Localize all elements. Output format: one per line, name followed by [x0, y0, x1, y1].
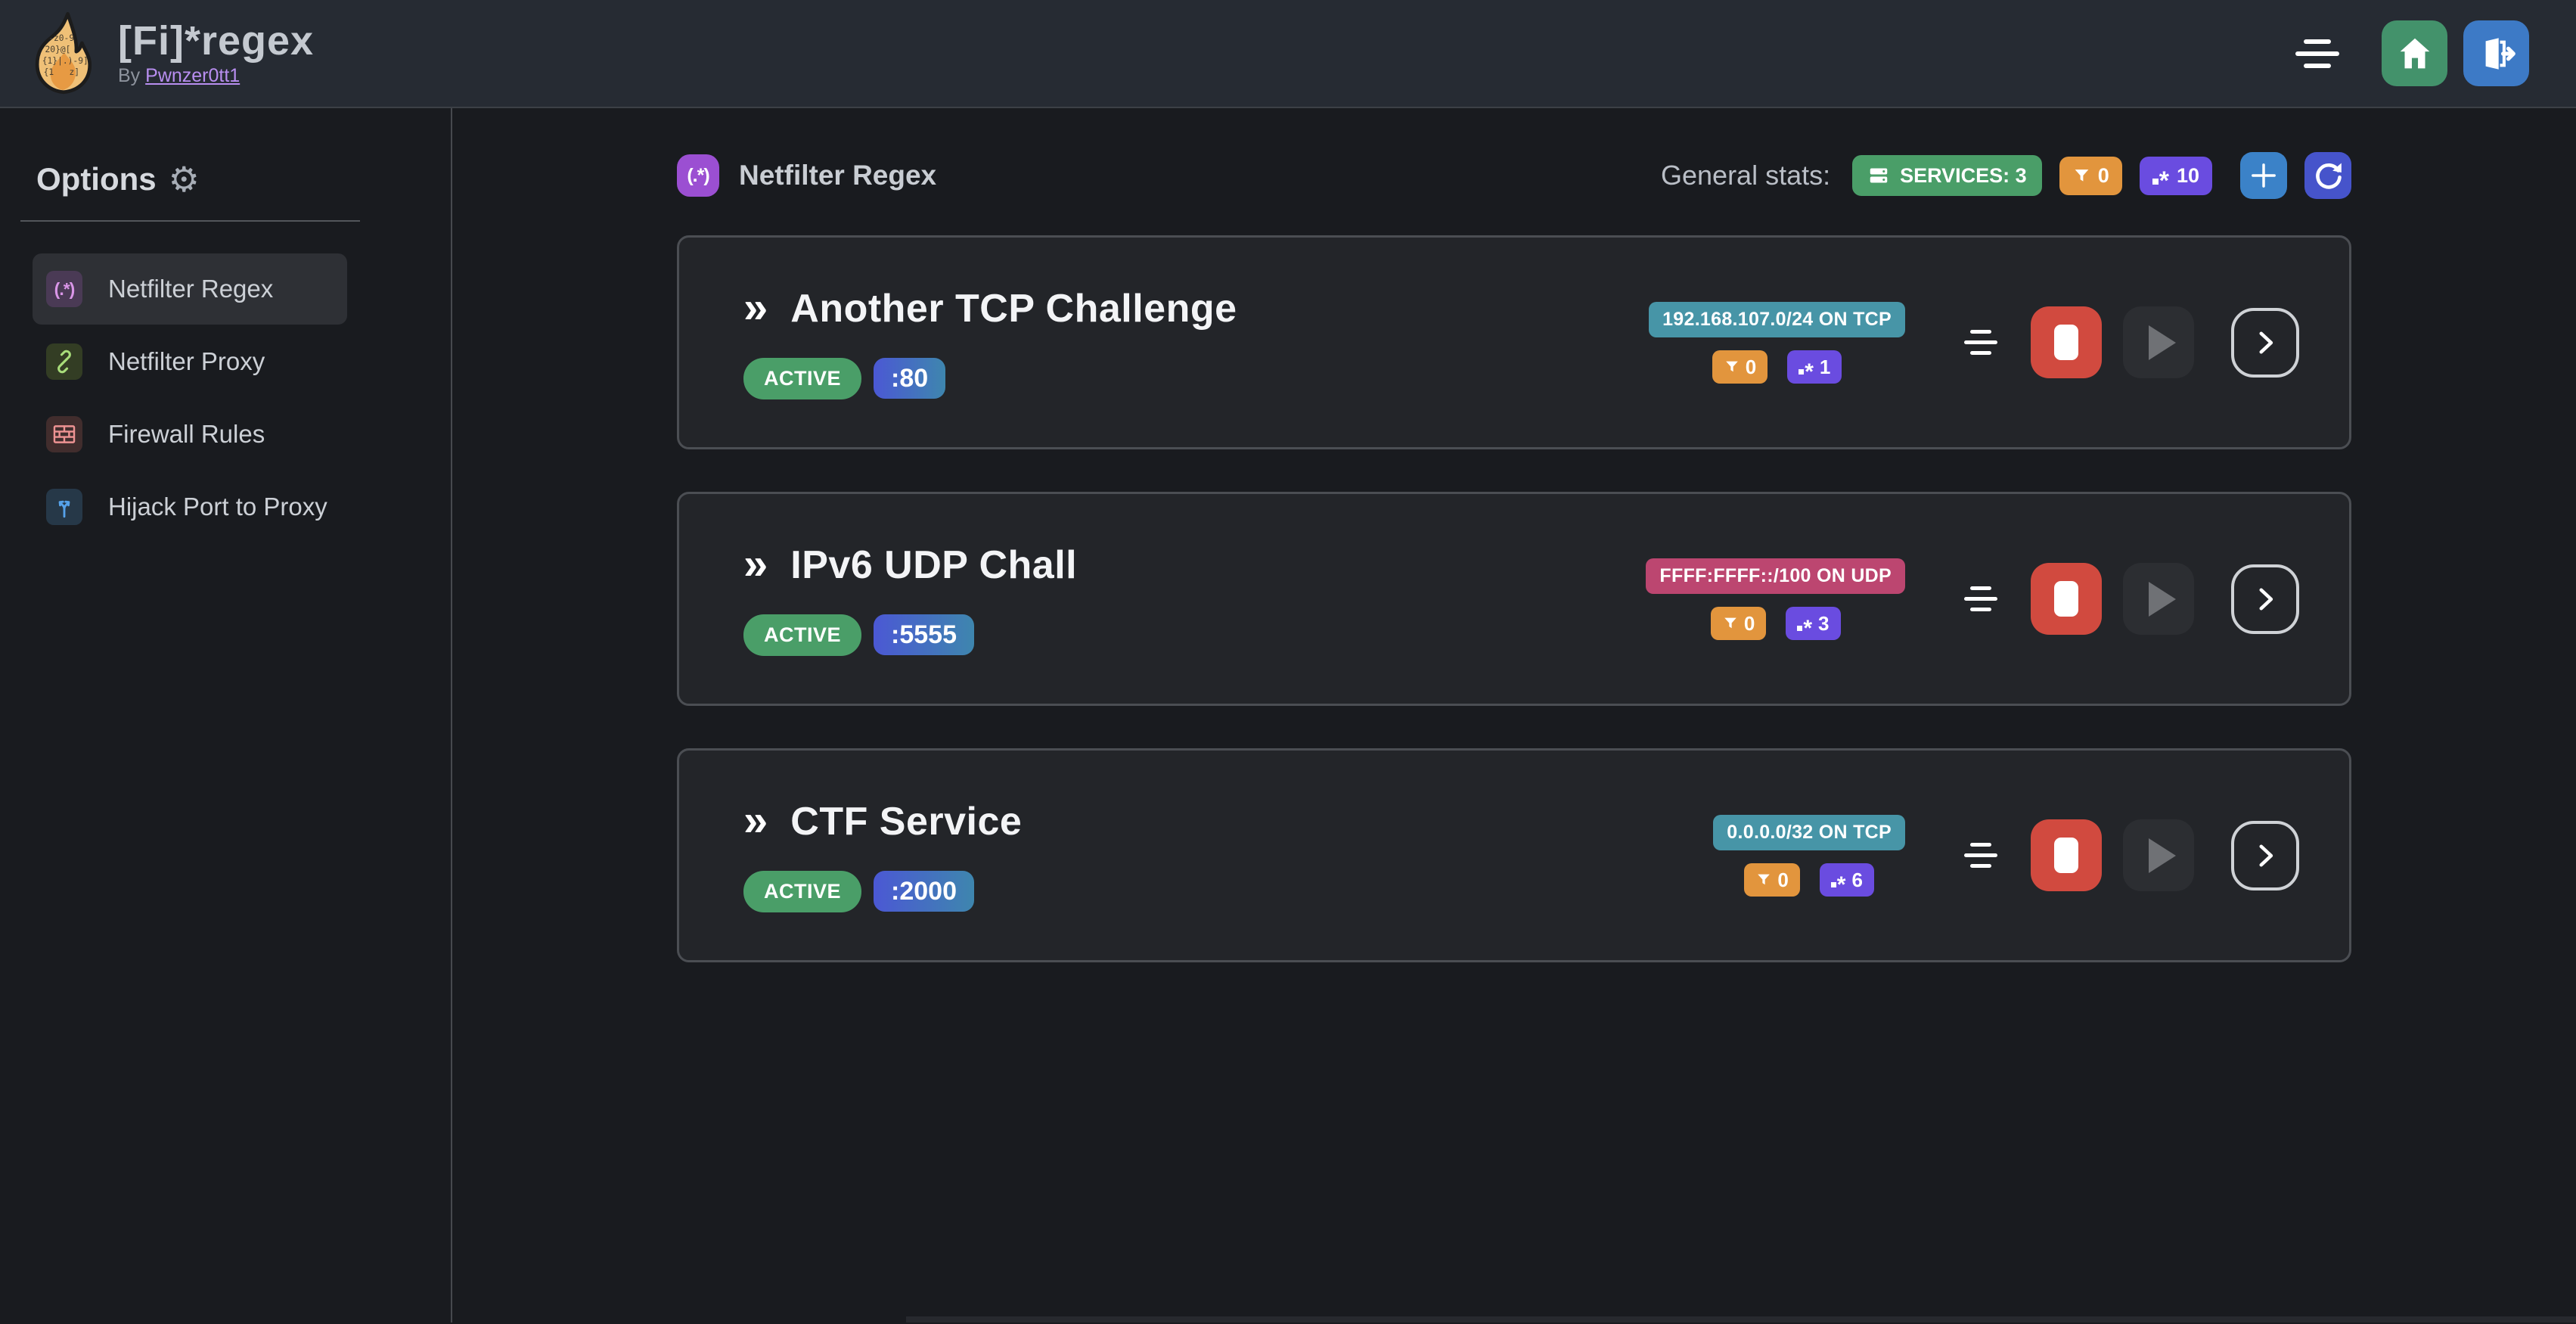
stop-icon	[2054, 838, 2078, 873]
refresh-button[interactable]	[2304, 152, 2351, 199]
play-button[interactable]	[2123, 819, 2194, 891]
service-title: IPv6 UDP Chall	[790, 542, 1078, 587]
service-regex-badge: * 3	[1786, 606, 1841, 640]
service-regex-badge: * 1	[1787, 350, 1842, 384]
main-content: (.*) Netfilter Regex General stats: SERV…	[452, 108, 2576, 1322]
service-card: » Another TCP Challenge ACTIVE :80 192.1…	[677, 235, 2351, 449]
regex-count-badge: * 10	[2139, 156, 2212, 195]
port-badge: :80	[874, 358, 946, 399]
service-title: CTF Service	[790, 799, 1023, 844]
card-menu-icon[interactable]	[1958, 837, 2003, 874]
stop-button[interactable]	[2031, 563, 2102, 635]
svg-text:20}@[: 20}@[	[45, 45, 71, 54]
svg-text:{1 z]: {1 z]	[44, 67, 79, 77]
network-badge: 192.168.107.0/24 ON TCP	[1649, 301, 1905, 337]
funnel-icon	[1724, 617, 1736, 628]
logout-icon	[2485, 37, 2515, 70]
author-link[interactable]: Pwnzer0tt1	[145, 64, 241, 86]
plus-icon	[2252, 163, 2276, 188]
app-header: -z0-9 20}@[ {1}|.)-9] {1 z] [Fi]*regex B…	[0, 0, 2576, 108]
double-chevron-icon: »	[743, 796, 768, 846]
status-badge: ACTIVE	[743, 357, 862, 399]
server-stack-icon	[1870, 168, 1888, 183]
status-badge: ACTIVE	[743, 870, 862, 912]
fork-arrows-icon	[46, 489, 82, 525]
play-icon	[2149, 325, 2176, 360]
horizontal-scrollbar[interactable]	[906, 1316, 2576, 1322]
play-icon	[2149, 581, 2176, 617]
brand: -z0-9 20}@[ {1}|.)-9] {1 z] [Fi]*regex B…	[27, 10, 314, 98]
service-filters-badge: 0	[1712, 350, 1768, 384]
stop-button[interactable]	[2031, 306, 2102, 378]
double-chevron-icon: »	[743, 539, 768, 589]
port-badge: :2000	[874, 871, 974, 912]
funnel-icon	[1758, 874, 1771, 884]
regex-dot-star-icon: *	[1799, 359, 1814, 384]
plug-link-icon	[46, 343, 82, 380]
sidebar-nav: (.*) Netfilter Regex Netfilter Proxy	[0, 253, 451, 542]
sidebar-item-netfilter-proxy[interactable]: Netfilter Proxy	[33, 326, 347, 397]
regex-icon: (.*)	[46, 271, 82, 307]
service-title: Another TCP Challenge	[790, 286, 1237, 331]
sidebar-divider	[20, 220, 360, 222]
filters-count-badge: 0	[2059, 156, 2122, 195]
card-menu-icon[interactable]	[1958, 580, 2003, 617]
services-count-badge: SERVICES: 3	[1852, 155, 2042, 196]
app-title: [Fi]*regex	[118, 18, 315, 64]
logout-button[interactable]	[2463, 20, 2529, 86]
flame-logo-icon: -z0-9 20}@[ {1}|.)-9] {1 z]	[35, 11, 92, 94]
home-button[interactable]	[2382, 20, 2447, 86]
status-badge: ACTIVE	[743, 614, 862, 656]
regex-dot-star-icon: *	[1830, 872, 1845, 897]
service-card: » CTF Service ACTIVE :2000 0.0.0.0/32 ON…	[677, 748, 2351, 962]
service-regex-badge: * 6	[1819, 862, 1874, 897]
svg-text:-z0-9: -z0-9	[48, 33, 74, 43]
play-button[interactable]	[2123, 306, 2194, 378]
sidebar-item-firewall-rules[interactable]: Firewall Rules	[33, 399, 347, 470]
card-menu-icon[interactable]	[1958, 324, 2003, 361]
add-service-button[interactable]	[2240, 152, 2287, 199]
service-filters-badge: 0	[1710, 606, 1767, 640]
service-list: » Another TCP Challenge ACTIVE :80 192.1…	[677, 235, 2351, 962]
chevron-right-icon	[2259, 844, 2273, 867]
play-button[interactable]	[2123, 563, 2194, 635]
byline: By Pwnzer0tt1	[118, 64, 241, 86]
stop-button[interactable]	[2031, 819, 2102, 891]
sidebar-item-netfilter-regex[interactable]: (.*) Netfilter Regex	[33, 253, 347, 325]
stats-label: General stats:	[1661, 160, 1831, 191]
stop-icon	[2054, 325, 2078, 360]
expand-button[interactable]	[2231, 564, 2299, 634]
section-title: Netfilter Regex	[739, 160, 937, 191]
sidebar-item-hijack-port[interactable]: Hijack Port to Proxy	[33, 471, 347, 542]
home-icon	[2400, 38, 2429, 68]
refresh-icon	[2316, 163, 2342, 189]
regex-dot-star-icon: *	[1797, 615, 1812, 640]
svg-text:{1}|.)-9]: {1}|.)-9]	[42, 56, 88, 66]
section-header: (.*) Netfilter Regex General stats: SERV…	[677, 152, 2351, 199]
port-badge: :5555	[874, 614, 974, 655]
funnel-icon	[1725, 361, 1738, 371]
gear-icon: ⚙	[168, 160, 200, 199]
general-stats: General stats: SERVICES: 3	[1661, 152, 2351, 199]
regex-section-icon: (.*)	[677, 154, 719, 197]
regex-dot-star-icon: *	[2152, 166, 2169, 194]
service-filters-badge: 0	[1744, 862, 1800, 897]
brick-wall-icon	[46, 416, 82, 452]
menu-icon[interactable]	[2288, 32, 2347, 76]
service-card: » IPv6 UDP Chall ACTIVE :5555 FFFF:FFFF:…	[677, 492, 2351, 706]
chevron-right-icon	[2259, 587, 2273, 611]
sidebar-heading: Options ⚙	[36, 160, 200, 199]
chevron-right-icon	[2259, 331, 2273, 354]
network-badge: 0.0.0.0/32 ON TCP	[1713, 814, 1905, 850]
network-badge: FFFF:FFFF::/100 ON UDP	[1646, 558, 1905, 594]
play-icon	[2149, 838, 2176, 873]
expand-button[interactable]	[2231, 820, 2299, 890]
double-chevron-icon: »	[743, 283, 768, 333]
stop-icon	[2054, 581, 2078, 617]
funnel-icon	[2075, 169, 2089, 182]
sidebar: Options ⚙ (.*) Netfilter Regex Netfilter…	[0, 108, 452, 1322]
expand-button[interactable]	[2231, 307, 2299, 378]
